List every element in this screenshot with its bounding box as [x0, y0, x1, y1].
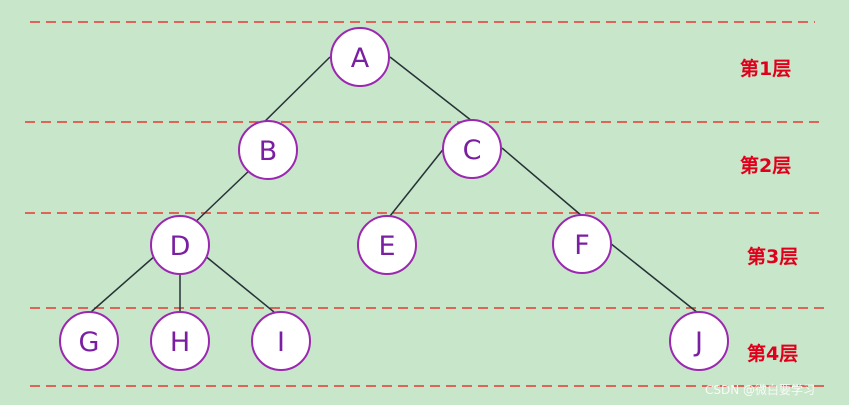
watermark-text: CSDN @微白要学习 [705, 383, 816, 397]
edge-c-e [389, 146, 446, 217]
tree-node-f: F [552, 214, 612, 274]
node-label: H [170, 327, 190, 358]
edge-f-j [609, 242, 699, 314]
tree-node-j: J [669, 311, 729, 371]
node-label: A [351, 43, 370, 74]
tree-node-d: D [150, 215, 210, 275]
node-label: J [693, 327, 703, 358]
level-label-2: 第2层 [740, 155, 792, 177]
edge-d-g [90, 254, 157, 313]
node-label: I [277, 327, 285, 358]
edge-b-d [186, 166, 254, 231]
edge-c-f [501, 147, 583, 217]
node-label: D [170, 231, 191, 262]
level-label-1: 第1层 [740, 58, 792, 80]
edge-a-c [389, 56, 473, 122]
level-label-3: 第3层 [747, 246, 799, 268]
tree-node-e: E [357, 215, 417, 275]
tree-node-i: I [251, 311, 311, 371]
tree-node-g: G [59, 311, 119, 371]
edge-d-i [203, 254, 275, 313]
tree-node-b: B [238, 120, 298, 180]
tree-node-a: A [330, 27, 390, 87]
node-label: B [259, 136, 278, 167]
level-label-4: 第4层 [747, 343, 799, 365]
node-label: C [463, 135, 482, 166]
node-label: F [574, 230, 590, 261]
tree-node-c: C [442, 119, 502, 179]
node-label: E [378, 231, 395, 262]
tree-node-h: H [150, 311, 210, 371]
node-label: G [79, 327, 100, 358]
